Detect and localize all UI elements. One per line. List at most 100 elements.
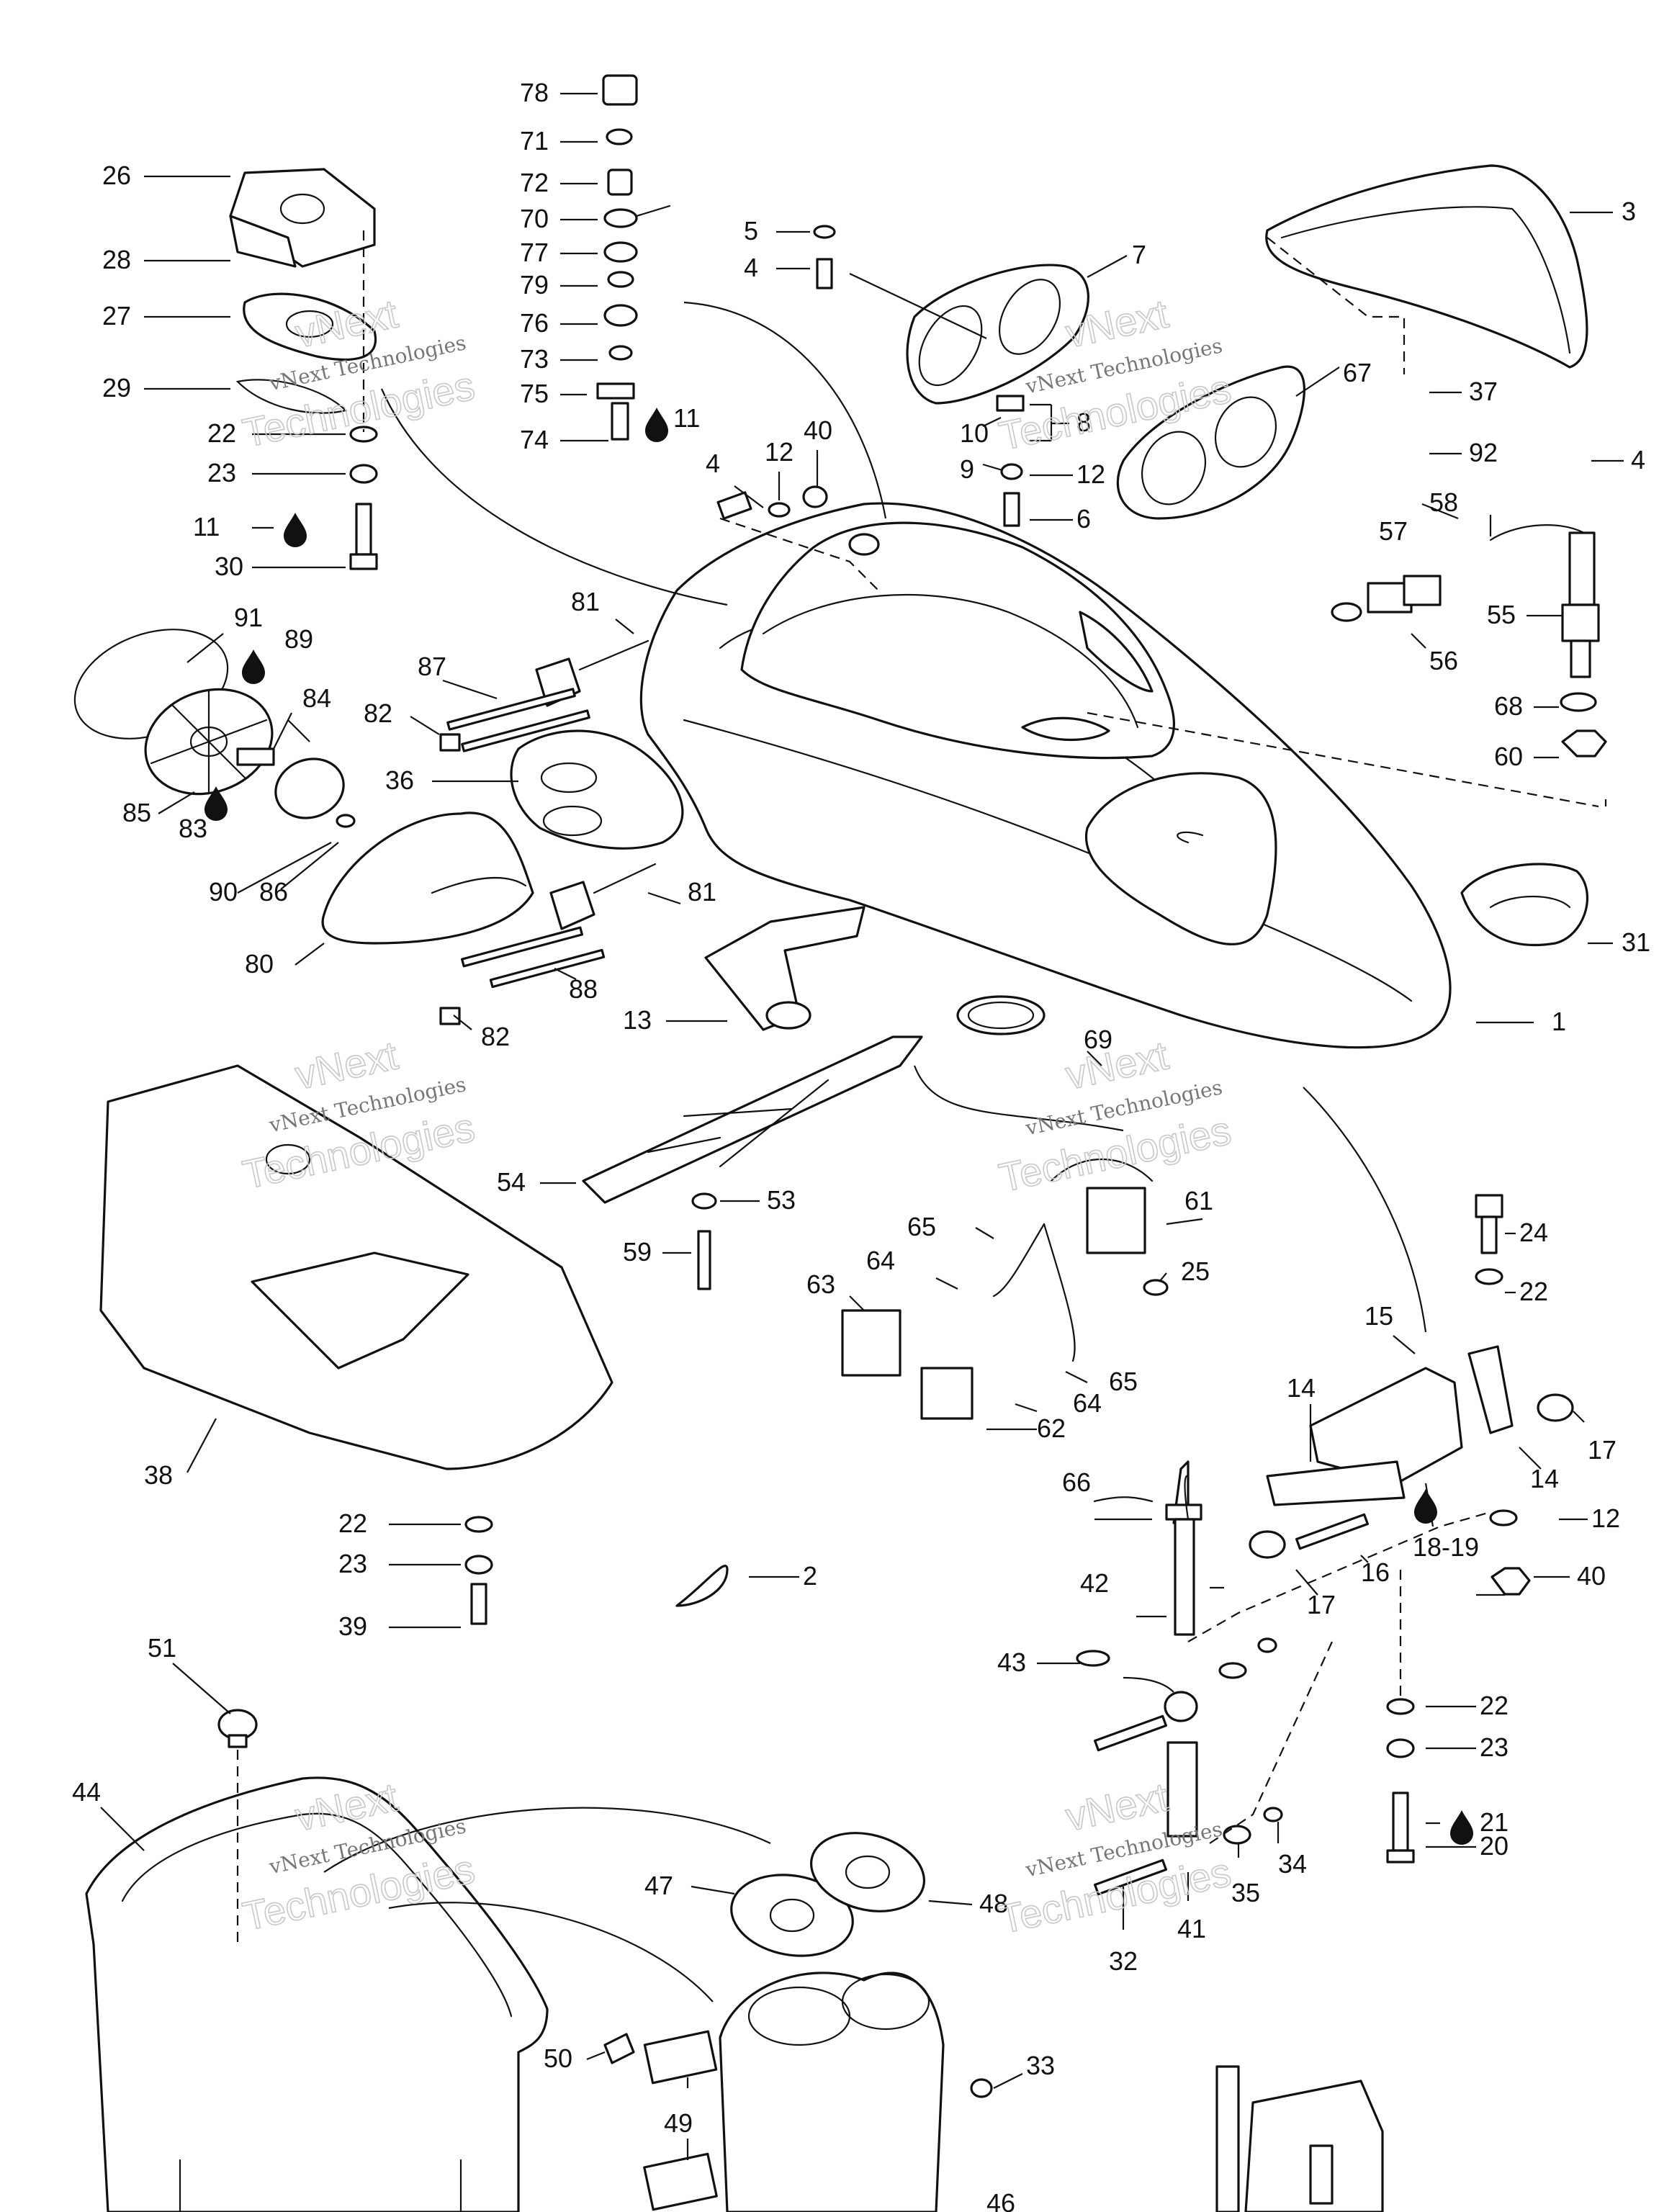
callout-67: 67 <box>1343 358 1372 387</box>
callout-1: 1 <box>1552 1007 1566 1036</box>
callout-18-19: 18-19 <box>1413 1532 1479 1562</box>
callout-61: 61 <box>1184 1186 1213 1215</box>
callout-24: 24 <box>1519 1218 1548 1247</box>
callout-77: 77 <box>520 238 549 267</box>
callout-39: 39 <box>338 1611 367 1641</box>
part-tool-kit <box>1215 2065 1384 2212</box>
callout-70: 70 <box>520 204 549 233</box>
callout-32: 32 <box>1109 1946 1138 1976</box>
callout-65b: 65 <box>1109 1367 1138 1396</box>
callout-11b: 11 <box>193 512 220 541</box>
callout-12a: 12 <box>1076 459 1105 489</box>
callout-69: 69 <box>1084 1025 1112 1054</box>
callout-60: 60 <box>1494 742 1523 771</box>
watermark-outline: vNext <box>291 1032 402 1097</box>
callout-66: 66 <box>1062 1467 1091 1497</box>
callout-9: 9 <box>960 454 974 484</box>
callout-20: 20 <box>1480 1831 1509 1861</box>
callout-4b: 4 <box>1631 445 1645 475</box>
callout-22a: 22 <box>207 418 236 448</box>
part-bracket-plate <box>582 1035 923 1204</box>
callout-11a: 11 <box>673 403 700 433</box>
callout-58: 58 <box>1429 487 1458 517</box>
thread-locker-drop-icon <box>284 513 307 547</box>
watermark-outline: vNext <box>1061 1032 1172 1097</box>
callout-59: 59 <box>623 1237 652 1267</box>
callout-14b: 14 <box>1530 1464 1559 1493</box>
callout-17b: 17 <box>1307 1590 1336 1619</box>
part-round-cover <box>73 629 356 828</box>
part-rivet <box>691 1192 717 1290</box>
part-tube <box>704 906 866 1031</box>
callout-25: 25 <box>1181 1256 1210 1286</box>
part-fasteners-top <box>716 225 1025 527</box>
callout-86: 86 <box>259 877 288 907</box>
thread-locker-drop-icon <box>242 649 265 684</box>
callout-92: 92 <box>1469 438 1498 467</box>
callout-2: 2 <box>803 1561 817 1591</box>
callout-15: 15 <box>1364 1301 1393 1331</box>
part-bracket-bolt <box>1475 1194 1531 1596</box>
part-cup-holder <box>719 1972 945 2212</box>
callout-40b: 40 <box>1577 1561 1606 1591</box>
callout-12b: 12 <box>765 437 793 467</box>
callout-51: 51 <box>148 1633 176 1663</box>
callout-8: 8 <box>1076 408 1091 437</box>
callout-62: 62 <box>1037 1413 1066 1443</box>
callout-71: 71 <box>520 126 549 156</box>
callout-64b: 64 <box>1073 1388 1102 1418</box>
callout-30: 30 <box>215 552 243 581</box>
callout-5: 5 <box>744 216 758 246</box>
callout-80: 80 <box>245 949 274 979</box>
callout-83: 83 <box>179 814 207 843</box>
callout-12c: 12 <box>1591 1503 1620 1533</box>
part-key-stack <box>596 74 671 441</box>
callout-22b: 22 <box>338 1509 367 1538</box>
callout-63: 63 <box>806 1269 835 1299</box>
callout-36: 36 <box>385 765 414 795</box>
callout-91: 91 <box>234 603 263 632</box>
drop-icons <box>204 408 1473 1845</box>
callout-74: 74 <box>520 425 549 454</box>
callout-75: 75 <box>520 379 549 408</box>
callout-10: 10 <box>960 418 989 448</box>
callout-50: 50 <box>544 2044 572 2073</box>
callout-48: 48 <box>979 1889 1008 1918</box>
callout-17a: 17 <box>1588 1435 1617 1465</box>
part-gas-spring <box>1076 1460 1283 1896</box>
callout-23b: 23 <box>338 1549 367 1578</box>
callout-38: 38 <box>144 1460 173 1490</box>
part-plug <box>217 1709 258 1748</box>
callout-37: 37 <box>1469 377 1498 406</box>
parts-artwork <box>73 74 1607 2212</box>
callout-41: 41 <box>1177 1914 1206 1943</box>
part-deck <box>639 502 1452 1049</box>
part-pan-bolt <box>464 1516 493 1625</box>
callout-40a: 40 <box>804 415 832 445</box>
callout-27: 27 <box>102 301 131 331</box>
callout-85: 85 <box>122 798 151 827</box>
part-caps <box>730 1832 926 1957</box>
part-latch-bolt <box>349 426 378 570</box>
callout-87: 87 <box>418 652 446 681</box>
part-vent-housing <box>510 729 684 850</box>
callout-34: 34 <box>1278 1849 1307 1879</box>
callout-29: 29 <box>102 373 131 403</box>
assembly-arrows <box>323 301 1427 2002</box>
callout-55: 55 <box>1487 600 1516 629</box>
part-vent-cover <box>321 811 534 945</box>
callout-31: 31 <box>1622 927 1650 957</box>
part-lower-bolt <box>1386 1698 1415 1863</box>
part-gauge-bezel <box>906 264 1089 405</box>
callout-44: 44 <box>72 1777 101 1807</box>
part-cable-tie <box>675 1565 729 1607</box>
part-storage-bin <box>85 1776 549 2212</box>
callout-89: 89 <box>284 624 313 654</box>
callout-4a: 4 <box>744 253 758 282</box>
part-bottom-pan <box>99 1064 613 1470</box>
callout-3: 3 <box>1622 197 1636 226</box>
thread-locker-drop-icon <box>204 786 228 821</box>
callout-16: 16 <box>1361 1557 1390 1587</box>
thread-locker-drop-icon <box>1450 1810 1473 1845</box>
callout-28: 28 <box>102 245 131 274</box>
